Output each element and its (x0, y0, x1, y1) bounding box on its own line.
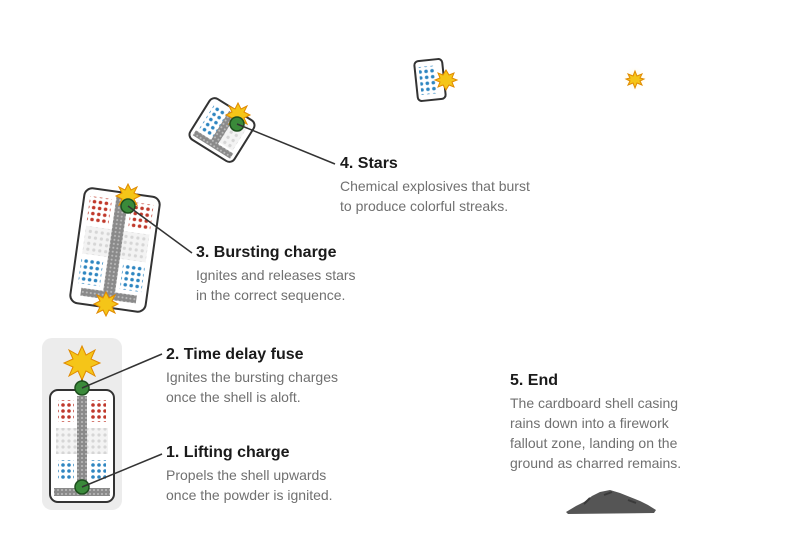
lifting-charge-desc: Propels the shell upwards once the powde… (166, 465, 333, 505)
spark-fragment-icon (433, 69, 459, 91)
end-desc-line-3: fallout zone, landing on the (510, 435, 678, 451)
red-stars-flight-left (86, 196, 113, 225)
stars-desc: Chemical explosives that burst to produc… (340, 176, 530, 216)
leader-line-bursting (127, 205, 193, 254)
fuse-core-flight (102, 195, 129, 297)
charred-remains (566, 490, 656, 514)
ignition-spark-icon (62, 344, 102, 382)
spark-lone-icon (624, 69, 646, 90)
leader-line-stars (236, 123, 336, 165)
leader-line-fuse (81, 353, 163, 389)
end-title: 5. End (510, 372, 559, 389)
label-bursting-charge: 3. Bursting charge Ignites and releases … (196, 243, 356, 305)
stars-title: 4. Stars (340, 155, 398, 172)
end-desc: The cardboard shell casing rains down in… (510, 393, 681, 473)
label-time-delay-fuse: 2. Time delay fuse Ignites the bursting … (166, 345, 338, 407)
time-delay-fuse-desc: Ignites the bursting charges once the sh… (166, 367, 338, 407)
fuse-desc-line-1: Ignites the bursting charges (166, 369, 338, 385)
end-desc-line-2: rains down into a firework (510, 415, 669, 431)
label-end: 5. End The cardboard shell casing rains … (510, 371, 681, 473)
bursting-charge-title: 3. Bursting charge (196, 244, 337, 261)
label-stars: 4. Stars Chemical explosives that burst … (340, 154, 530, 216)
bursting-desc-line-1: Ignites and releases stars (196, 267, 356, 283)
burst-powder-flight (80, 287, 137, 304)
fuse-core-half (209, 110, 236, 148)
bursting-desc-line-2: in the correct sequence. (196, 287, 346, 303)
red-stars-left (58, 400, 74, 422)
bursting-charge-desc: Ignites and releases stars in the correc… (196, 265, 356, 305)
stars-desc-line-1: Chemical explosives that burst (340, 178, 530, 194)
blue-stars-flight-right (119, 263, 146, 293)
lifting-charge-title: 1. Lifting charge (166, 444, 290, 461)
stars-desc-line-2: to produce colorful streaks. (340, 198, 509, 214)
leader-line-lifting (81, 453, 163, 488)
label-lifting-charge: 1. Lifting charge Propels the shell upwa… (166, 443, 333, 505)
blue-stars-flight-left (78, 257, 104, 287)
mortar-tube-shell (42, 338, 122, 510)
blue-stars-left (58, 460, 74, 480)
red-stars-right (90, 400, 106, 422)
lifting-desc-line-1: Propels the shell upwards (166, 467, 327, 483)
powder-half (192, 130, 234, 159)
time-delay-fuse-title: 2. Time delay fuse (166, 346, 304, 363)
end-desc-line-4: ground as charred remains. (510, 455, 682, 471)
end-desc-line-1: The cardboard shell casing (510, 395, 679, 411)
blue-stars-right (90, 460, 106, 480)
shell-in-flight (69, 187, 161, 313)
lifting-desc-line-2: once the powder is ignited. (166, 487, 333, 503)
fuse-desc-line-2: once the shell is aloft. (166, 389, 301, 405)
blue-stars-half-left (198, 104, 229, 139)
spark-bottom-icon (92, 290, 120, 318)
time-fuse-core (77, 396, 87, 488)
